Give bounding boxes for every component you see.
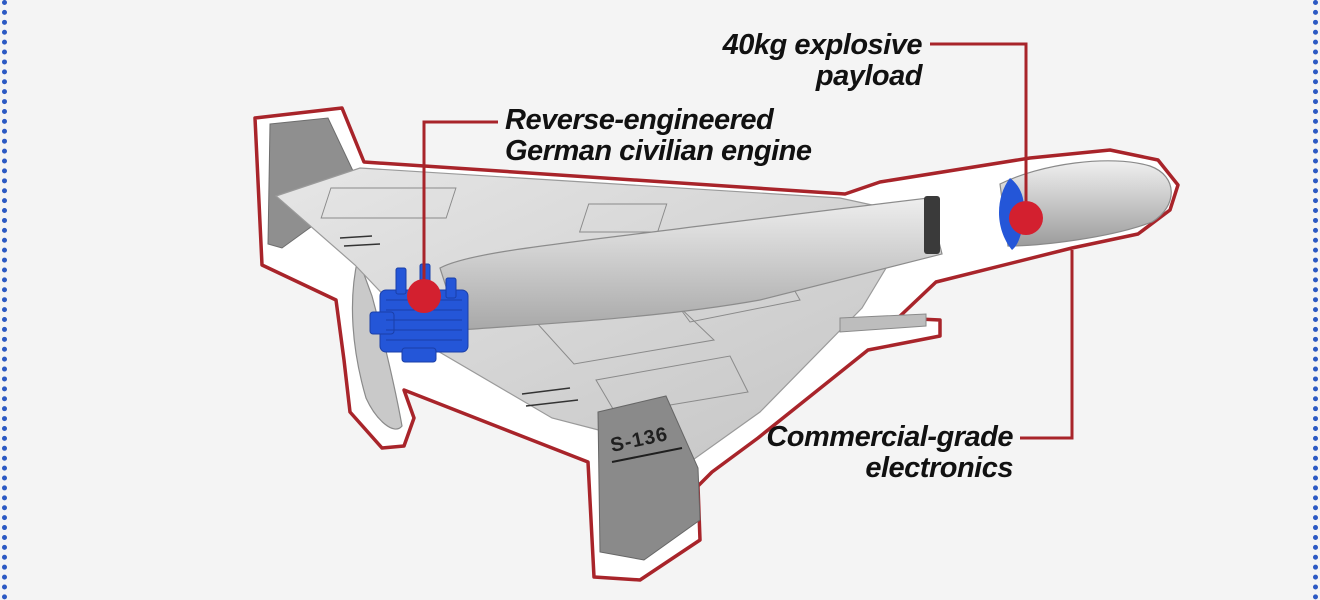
engine-callout-line-1: Reverse-engineered [505, 104, 774, 136]
engine-callout-line-2: German civilian engine [505, 135, 812, 167]
payload-callout-line-2: payload [815, 60, 923, 92]
engine-leader-line [422, 120, 498, 294]
model-underline [611, 447, 683, 463]
nose-cone [999, 160, 1172, 247]
payload-marker [1009, 201, 1043, 235]
aileron-markings [339, 235, 579, 407]
front-tail-fin [597, 395, 701, 561]
engine-highlight [369, 263, 469, 363]
electronics-callout-line-1: Commercial-grade [766, 421, 1013, 453]
fuselage [439, 197, 943, 331]
leader-lines [422, 42, 1074, 440]
frame-right-border [1313, 0, 1318, 600]
electronics-callout: Commercial-grade electronics [766, 422, 1013, 484]
fuselage-ring [924, 196, 940, 254]
engine-callout: Reverse-engineered German civilian engin… [505, 105, 812, 167]
probe [839, 313, 927, 333]
electronics-leader-line [1020, 250, 1074, 440]
engine-marker [407, 279, 441, 313]
electronics-callout-line-2: electronics [865, 452, 1013, 484]
payload-leader-line [930, 42, 1028, 218]
payload-callout: 40kg explosive payload [722, 29, 923, 92]
frame-left-border [2, 0, 7, 600]
payload-callout-line-1: 40kg explosive [722, 29, 923, 61]
